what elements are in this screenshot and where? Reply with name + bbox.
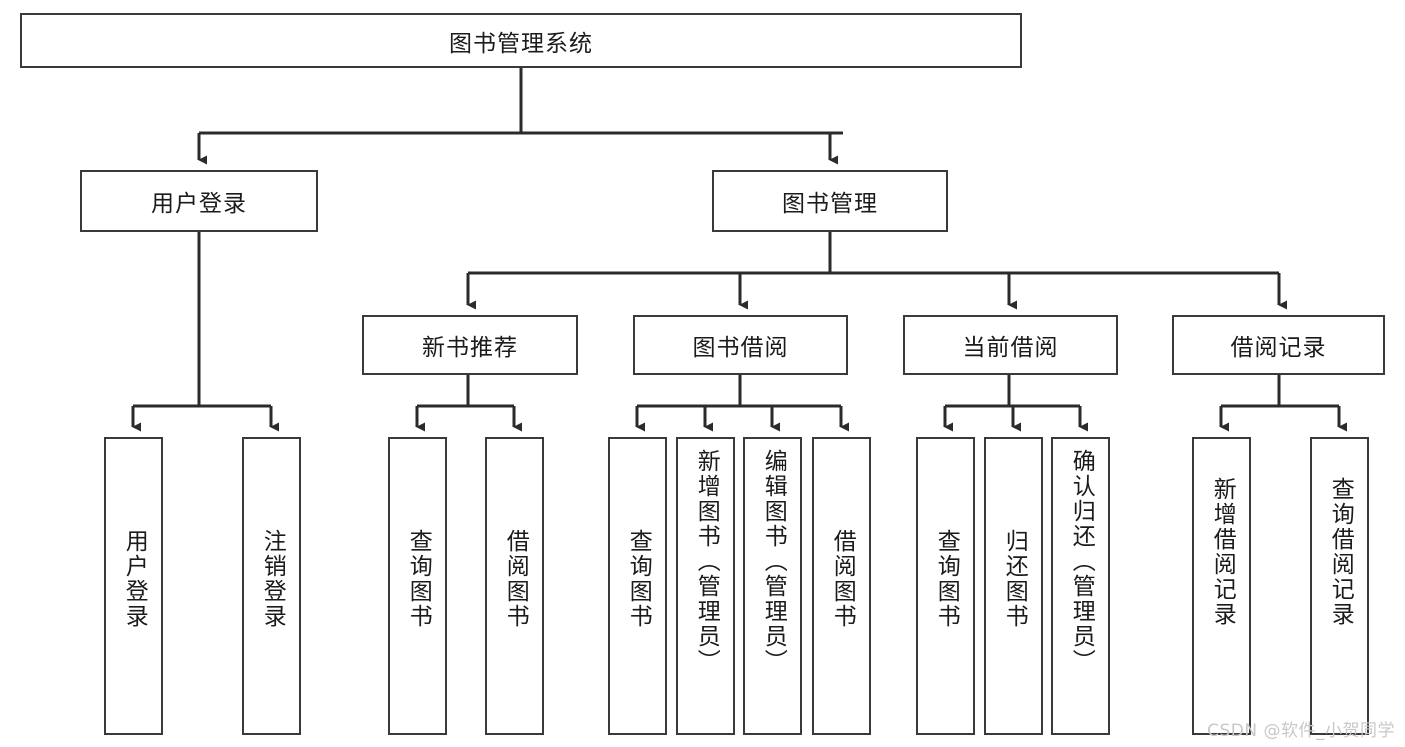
node-book-management-label: 图书管理 [782,191,878,217]
node-leaf-borrow-book-2[interactable]: 借阅图书 [812,437,871,735]
node-leaf-add-record-label: 新增借阅记录 [1209,477,1236,627]
node-leaf-return-book[interactable]: 归还图书 [984,437,1043,735]
node-leaf-add-book-label: 新增图书（管理员） [693,449,720,674]
node-new-book-recommend[interactable]: 新书推荐 [362,315,578,375]
node-leaf-edit-book[interactable]: 编辑图书（管理员） [743,437,802,735]
node-leaf-logout-label: 注销登录 [259,529,286,629]
node-leaf-query-book-3-label: 查询图书 [933,529,960,629]
node-leaf-borrow-book-1[interactable]: 借阅图书 [485,437,544,735]
node-leaf-add-book[interactable]: 新增图书（管理员） [676,437,735,735]
node-leaf-query-book-1-label: 查询图书 [405,529,432,629]
node-leaf-confirm-return-label: 确认归还（管理员） [1068,449,1095,674]
node-root-label: 图书管理系统 [449,30,593,57]
node-leaf-edit-book-label: 编辑图书（管理员） [760,449,787,674]
node-user-login-label: 用户登录 [151,191,247,217]
node-leaf-query-record-label: 查询借阅记录 [1327,477,1354,627]
node-borrow-record[interactable]: 借阅记录 [1172,315,1385,375]
node-book-borrow-label: 图书借阅 [692,335,789,361]
node-leaf-logout[interactable]: 注销登录 [242,437,301,735]
node-user-login[interactable]: 用户登录 [80,170,318,232]
node-leaf-user-login-label: 用户登录 [121,529,148,629]
node-leaf-user-login[interactable]: 用户登录 [104,437,163,735]
node-leaf-query-book-2-label: 查询图书 [625,529,652,629]
node-book-borrow[interactable]: 图书借阅 [633,315,848,375]
node-leaf-return-book-label: 归还图书 [1001,529,1028,629]
node-leaf-query-book-1[interactable]: 查询图书 [388,437,447,735]
csdn-watermark: CSDN @软件_小贺同学 [1207,721,1395,741]
node-new-book-recommend-label: 新书推荐 [422,335,518,361]
node-leaf-borrow-book-1-label: 借阅图书 [502,529,529,629]
node-leaf-borrow-book-2-label: 借阅图书 [829,529,856,629]
node-leaf-add-record[interactable]: 新增借阅记录 [1192,437,1251,735]
node-current-borrow-label: 当前借阅 [962,335,1059,361]
node-leaf-query-record[interactable]: 查询借阅记录 [1310,437,1369,735]
node-book-management[interactable]: 图书管理 [712,170,948,232]
node-leaf-query-book-2[interactable]: 查询图书 [608,437,667,735]
node-leaf-confirm-return[interactable]: 确认归还（管理员） [1051,437,1110,735]
node-root[interactable]: 图书管理系统 [20,13,1022,68]
node-borrow-record-label: 借阅记录 [1230,335,1327,361]
node-current-borrow[interactable]: 当前借阅 [903,315,1118,375]
node-leaf-query-book-3[interactable]: 查询图书 [916,437,975,735]
